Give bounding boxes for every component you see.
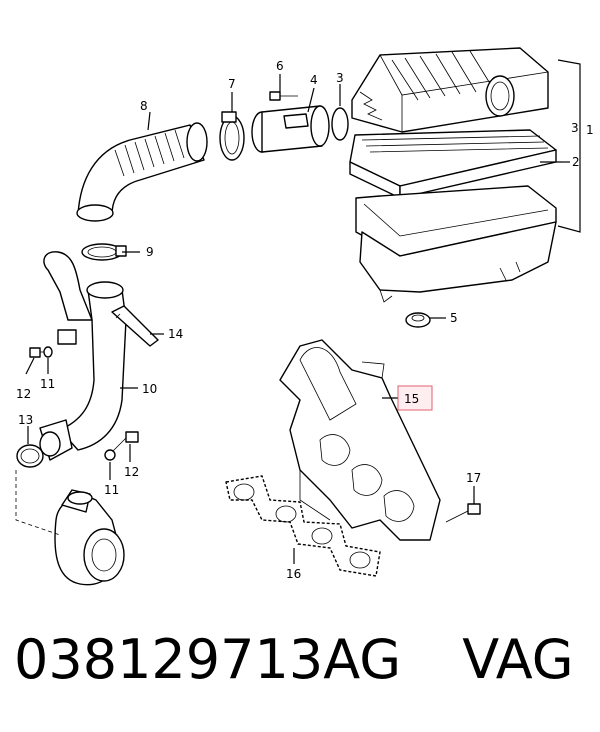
callout-4: 4 xyxy=(310,73,318,87)
exploded-parts-diagram: 1 2 3 3 4 5 6 7 8 9 10 11 11 12 12 13 14… xyxy=(15,47,594,586)
callout-9: 9 xyxy=(146,245,154,259)
callout-12-left: 12 xyxy=(16,387,31,401)
bolt-washer-left xyxy=(29,346,53,358)
bolt-part-17 xyxy=(445,503,481,523)
callout-labels: 1 2 3 3 4 5 6 7 8 9 10 11 11 12 12 13 14… xyxy=(16,59,594,581)
callout-14: 14 xyxy=(168,327,183,341)
grommet-part-5 xyxy=(405,312,431,328)
callout-7: 7 xyxy=(228,77,236,91)
callout-16: 16 xyxy=(286,567,301,581)
turbocharger xyxy=(54,489,125,586)
part-number: 038129713AG xyxy=(14,628,402,691)
air-filter-housing-lower xyxy=(355,185,557,303)
air-filter-housing-upper xyxy=(351,47,549,133)
seal-ring-part-13 xyxy=(16,444,44,468)
highlight-box-15 xyxy=(397,385,433,411)
callout-2: 2 xyxy=(572,155,580,169)
callout-11-left: 11 xyxy=(40,377,55,391)
hose-clamp-part-9 xyxy=(81,243,127,261)
air-mass-meter-part-4 xyxy=(251,105,349,153)
gasket-part-16 xyxy=(225,475,381,577)
leader-lines xyxy=(25,74,562,564)
callout-10: 10 xyxy=(142,382,157,396)
hose-clamp-part-7 xyxy=(219,111,245,161)
sensor-part-14 xyxy=(111,305,159,347)
brand-name: VAG xyxy=(462,628,574,691)
callout-1: 1 xyxy=(586,123,594,137)
callout-6: 6 xyxy=(276,59,284,73)
callout-3-right: 3 xyxy=(571,121,579,135)
intake-hose-part-8 xyxy=(76,122,208,222)
callout-12-right: 12 xyxy=(124,465,139,479)
callout-13: 13 xyxy=(18,413,33,427)
callout-8: 8 xyxy=(140,99,148,113)
callout-11-right: 11 xyxy=(104,483,119,497)
part-info-footer: 038129713AG VAG xyxy=(14,628,594,718)
manifold-part-15 xyxy=(279,339,441,541)
callout-17: 17 xyxy=(466,471,481,485)
callout-5: 5 xyxy=(450,311,458,325)
screw-part-6 xyxy=(269,91,298,101)
callout-15: 15 xyxy=(404,392,419,406)
intake-pipe-part-10 xyxy=(39,251,127,461)
callout-3: 3 xyxy=(336,71,344,85)
bolt-washer-right xyxy=(104,431,139,461)
